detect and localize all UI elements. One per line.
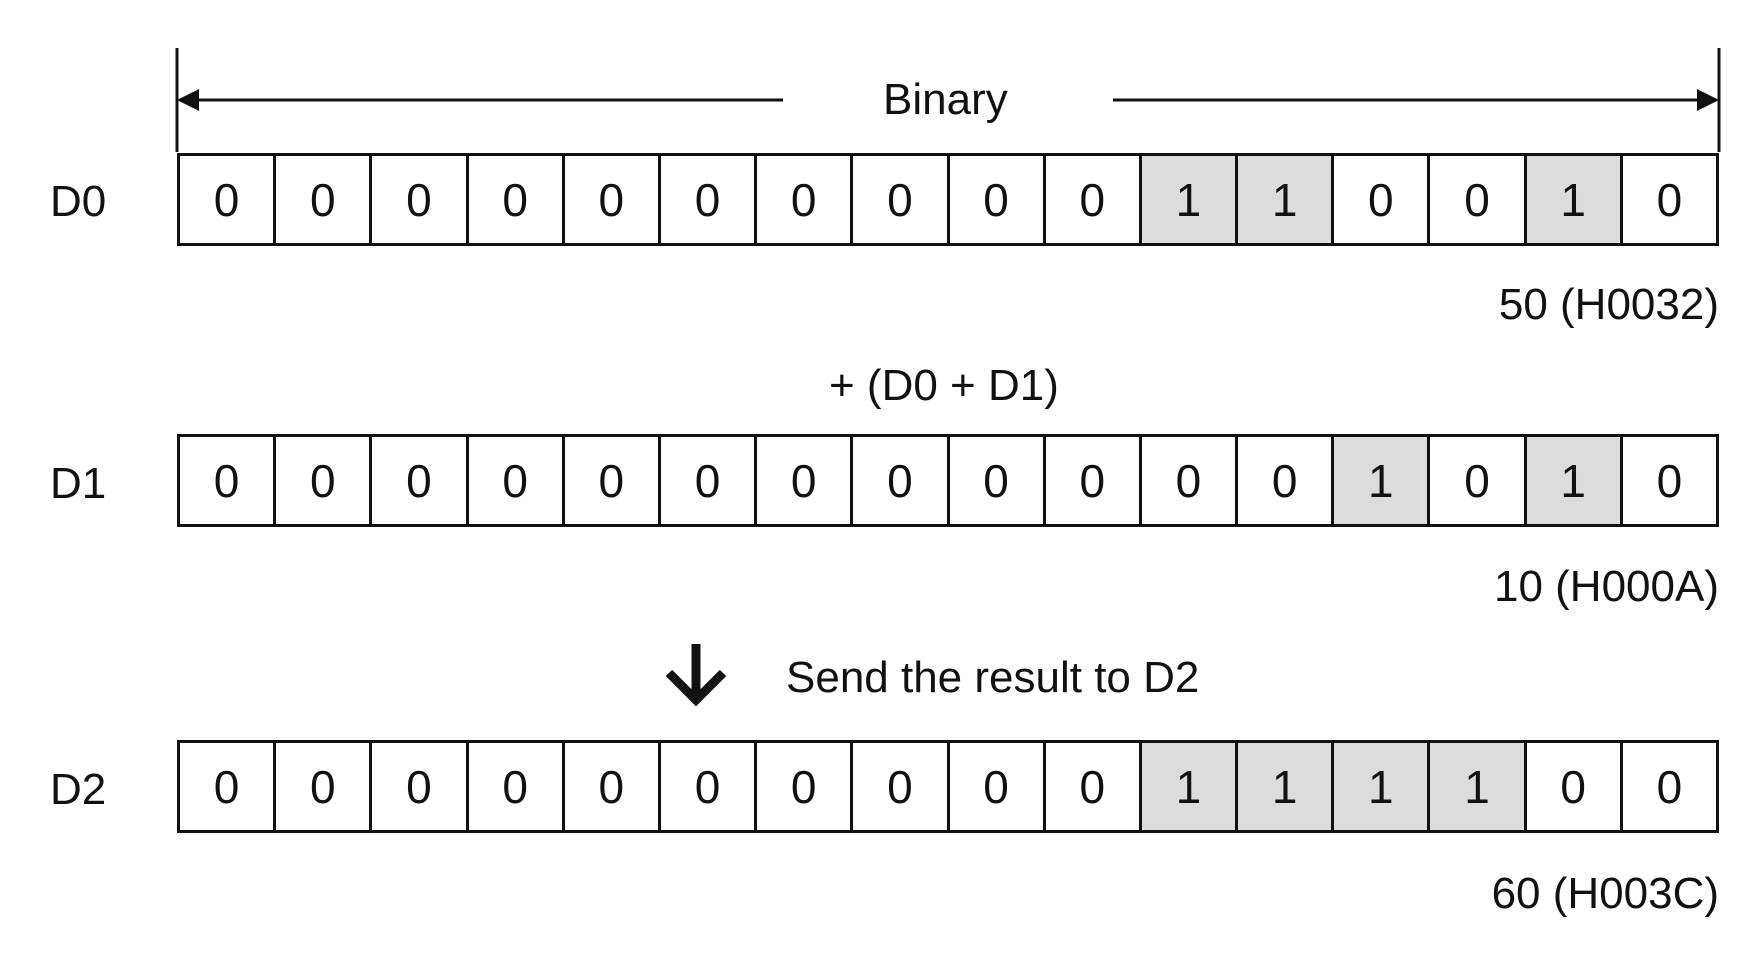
bit-cell: 1	[1238, 156, 1335, 243]
bit-cell: 1	[1141, 156, 1239, 243]
bit-cell: 0	[468, 743, 565, 830]
bit-cell: 0	[564, 437, 661, 524]
bit-cell: 0	[1622, 437, 1716, 524]
bit-cell: 0	[1622, 156, 1716, 243]
binary-right-arrowhead	[1697, 89, 1719, 111]
bit-cell: 0	[1045, 743, 1142, 830]
bit-cell: 0	[757, 156, 854, 243]
bit-cell: 0	[1334, 156, 1431, 243]
bit-cell: 0	[1238, 437, 1335, 524]
down-arrow-icon	[665, 644, 727, 707]
bit-cell: 0	[660, 743, 758, 830]
bit-cell: 0	[660, 437, 758, 524]
bit-cell: 0	[372, 156, 469, 243]
bit-cell: 0	[1622, 743, 1716, 830]
bit-cell: 0	[468, 156, 565, 243]
bit-cell: 0	[1430, 437, 1527, 524]
register-label-d2: D2	[50, 765, 107, 814]
bit-cell: 0	[949, 437, 1046, 524]
bit-cell: 0	[853, 437, 950, 524]
bit-cell: 0	[1045, 156, 1142, 243]
register-value-d2: 60 (H003C)	[1491, 869, 1719, 918]
bit-cell: 0	[564, 156, 661, 243]
bit-cell: 1	[1526, 156, 1623, 243]
bit-cell: 0	[853, 156, 950, 243]
bit-cell: 0	[853, 743, 950, 830]
bit-cell: 1	[1334, 743, 1431, 830]
bit-cell: 0	[276, 156, 373, 243]
bit-cell: 0	[1430, 156, 1527, 243]
binary-left-arrowhead	[177, 89, 199, 111]
bit-cell: 1	[1238, 743, 1335, 830]
bit-cell: 0	[1141, 437, 1239, 524]
bit-cell: 0	[180, 156, 277, 243]
bit-cell: 1	[1334, 437, 1431, 524]
bit-cell: 0	[757, 743, 854, 830]
bit-cell: 0	[1526, 743, 1623, 830]
bit-cell: 0	[180, 743, 277, 830]
bit-cell: 0	[949, 156, 1046, 243]
bit-cell: 1	[1526, 437, 1623, 524]
bit-cell: 0	[372, 743, 469, 830]
bit-cell: 0	[276, 437, 373, 524]
bit-cell: 0	[180, 437, 277, 524]
bit-cell: 0	[1045, 437, 1142, 524]
bit-cell: 0	[564, 743, 661, 830]
register-value-d1: 10 (H000A)	[1493, 562, 1719, 611]
bit-cell: 0	[468, 437, 565, 524]
bit-cell: 0	[276, 743, 373, 830]
binary-label: Binary	[883, 75, 1008, 124]
register-value-d0: 50 (H0032)	[1498, 280, 1719, 329]
operation-label: + (D0 + D1)	[829, 361, 1059, 410]
bit-cell: 1	[1141, 743, 1239, 830]
result-note-label: Send the result to D2	[786, 653, 1200, 702]
register-label-d0: D0	[50, 177, 107, 226]
bit-cell: 0	[372, 437, 469, 524]
bit-cell: 0	[757, 437, 854, 524]
bit-cell: 0	[660, 156, 758, 243]
bit-cell: 0	[949, 743, 1046, 830]
register-label-d1: D1	[50, 459, 107, 508]
bit-cell: 1	[1430, 743, 1527, 830]
